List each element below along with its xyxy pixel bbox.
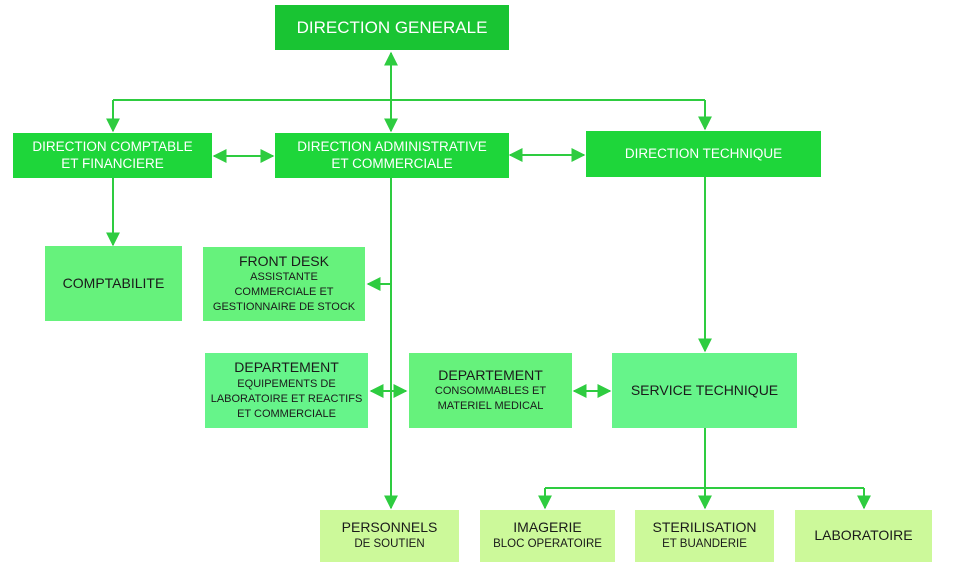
box-departement-equipements: DEPARTEMENT EQUIPEMENTS DE LABORATOIRE E… <box>205 353 368 428</box>
label-dcf-line2: ET FINANCIERE <box>61 155 164 171</box>
label-front-desk-line1: ASSISTANTE <box>250 271 318 284</box>
label-dt: DIRECTION TECHNIQUE <box>624 145 783 161</box>
label-front-desk-line2: COMMERCIALE ET <box>234 286 334 299</box>
box-comptabilite: COMPTABILITE <box>45 246 182 321</box>
box-direction-generale: DIRECTION GENERALE <box>275 5 509 50</box>
label-comptabilite: COMPTABILITE <box>62 274 165 291</box>
box-sterilisation: STERILISATION ET BUANDERIE <box>635 510 774 562</box>
box-service-technique: SERVICE TECHNIQUE <box>612 353 797 428</box>
label-dep-conso-title: DEPARTEMENT <box>438 366 543 383</box>
box-imagerie: IMAGERIE BLOC OPERATOIRE <box>480 510 615 562</box>
label-direction-generale: DIRECTION GENERALE <box>296 17 488 37</box>
box-departement-consommables: DEPARTEMENT CONSOMMABLES ET MATERIEL MED… <box>409 353 572 428</box>
label-dep-equip-line1: EQUIPEMENTS DE <box>237 377 336 390</box>
label-sterilisation-title: STERILISATION <box>652 518 757 535</box>
label-dep-conso-line1: CONSOMMABLES ET <box>434 385 547 398</box>
label-front-desk-title: FRONT DESK <box>239 252 329 269</box>
label-dac-line2: ET COMMERCIALE <box>331 155 453 171</box>
box-laboratoire: LABORATOIRE <box>795 510 932 562</box>
label-personnels-title: PERSONNELS <box>341 518 438 535</box>
label-laboratoire: LABORATOIRE <box>814 527 913 544</box>
label-service-technique: SERVICE TECHNIQUE <box>630 381 779 398</box>
box-direction-comptable: DIRECTION COMPTABLE ET FINANCIERE <box>13 133 212 178</box>
label-front-desk-line3: GESTIONNAIRE DE STOCK <box>212 301 356 314</box>
label-dep-equip-line2: LABORATOIRE ET REACTIFS <box>210 392 363 405</box>
label-personnels-sub: DE SOUTIEN <box>354 538 425 551</box>
label-dac-line1: DIRECTION ADMINISTRATIVE <box>297 138 487 154</box>
label-imagerie-title: IMAGERIE <box>513 518 582 535</box>
box-direction-technique: DIRECTION TECHNIQUE <box>586 131 821 177</box>
label-dep-equip-line3: ET COMMERCIALE <box>237 407 336 420</box>
box-personnels-soutien: PERSONNELS DE SOUTIEN <box>320 510 459 562</box>
label-dcf-line1: DIRECTION COMPTABLE <box>32 138 193 154</box>
box-direction-administrative: DIRECTION ADMINISTRATIVE ET COMMERCIALE <box>275 133 509 178</box>
label-imagerie-sub: BLOC OPERATOIRE <box>493 538 602 551</box>
box-front-desk: FRONT DESK ASSISTANTE COMMERCIALE ET GES… <box>203 247 365 321</box>
label-dep-conso-line2: MATERIEL MEDICAL <box>437 400 544 413</box>
label-dep-equip-title: DEPARTEMENT <box>234 359 339 376</box>
label-sterilisation-sub: ET BUANDERIE <box>662 538 747 551</box>
